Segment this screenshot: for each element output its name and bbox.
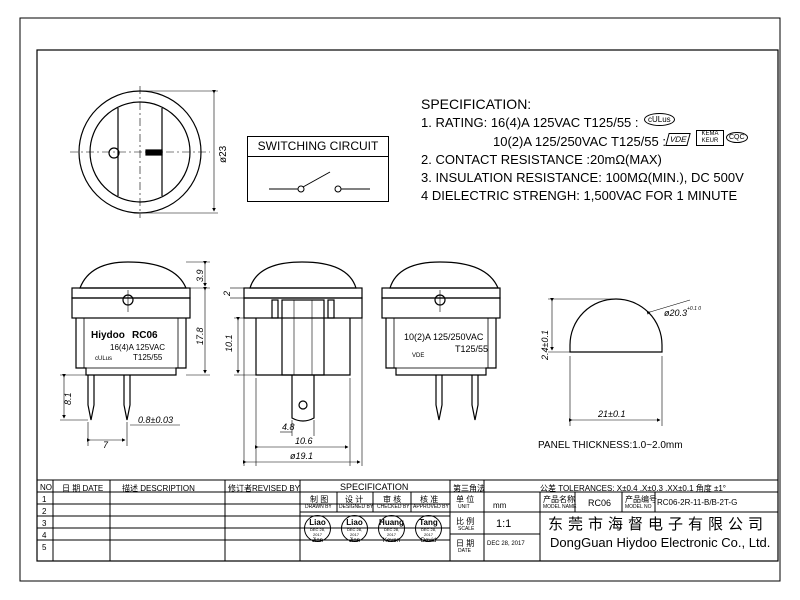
tb-designed-cn: 设 计 (345, 495, 364, 504)
tb-date-cn: 日 期 (456, 539, 475, 548)
company-name-en: DongGuan Hiydoo Electronic Co., Ltd. (550, 535, 771, 550)
rev-header-revised-by: 修订者REVISED BY (228, 484, 301, 493)
tb-model-no-value: RC06-2R-11-B/B-2T-G (657, 498, 738, 507)
front-label-ul-mark: cULus (95, 356, 112, 362)
rev-header-description: 描述 DESCRIPTION (122, 484, 195, 493)
dim-terminal-thickness: 0.8±0.03 (138, 415, 173, 425)
tb-unit-value: mm (493, 501, 507, 510)
tb-unit-cn: 单 位 (456, 495, 475, 504)
dim-body-height: 17.8 (195, 327, 205, 345)
outer-frame (19, 17, 781, 582)
tb-spec-label: SPECIFICATION (340, 482, 409, 492)
spec-heading: SPECIFICATION: (421, 96, 532, 112)
tb-scale-cn: 比 例 (456, 517, 475, 526)
tb-model-no-en: MODEL NO (625, 504, 652, 510)
front-label-brand: Hiydoo (91, 330, 125, 341)
dim-panel-width: 21±0.1 (597, 409, 625, 419)
cqc-mark-icon: CQC (726, 132, 748, 143)
tb-drawn-cn: 制 图 (310, 495, 329, 504)
tb-designed-en: DESIGNED BY (339, 504, 374, 510)
panel-thickness: PANEL THICKNESS:1.0~2.0mm (538, 440, 683, 451)
rev-header-no: NO. (40, 483, 55, 492)
dim-panel-hole-tol: +0.1 0 (687, 306, 701, 312)
dim-panel-flat: 2.4±0.1 (540, 330, 550, 361)
front-label-model: RC06 (132, 330, 158, 341)
tb-projection: 第三角法 (453, 484, 485, 493)
side-view (230, 261, 363, 466)
ul-mark-icon: cULus (644, 113, 675, 126)
front-label-temp: T125/55 (133, 353, 163, 362)
tb-model-name-cn: 产品名称 (543, 495, 575, 504)
tb-date-value: DEC 28, 2017 (487, 541, 525, 547)
switch-symbol (269, 171, 370, 193)
dim-terminal-length: 8.1 (63, 392, 73, 405)
tb-checked-en: CHECKED BY (377, 504, 410, 510)
dim-terminal-width: 4.8 (282, 422, 295, 432)
tb-model-name-en: MODEL NAME (543, 504, 577, 510)
dim-cap-height: 3.9 (195, 269, 205, 282)
kema-mark-icon: KEMA KEUR (696, 130, 724, 146)
dim-overall-diameter: ø19.1 (290, 451, 313, 461)
tb-unit-en: UNIT (458, 504, 470, 510)
tb-approved-cn: 核 准 (420, 495, 439, 504)
dim-body-depth: 10.1 (224, 334, 234, 352)
dim-flange: 2 (222, 291, 232, 297)
front-view (60, 261, 210, 446)
spec-insulation-resistance: 3. INSULATION RESISTANCE: 100MΩ(MIN.), D… (421, 170, 744, 185)
tb-scale-en: SCALE (458, 526, 475, 532)
top-view (70, 86, 218, 218)
rev-row-5: 5 (42, 543, 47, 552)
tb-tolerances: 公差 TOLERANCES: X±0.4 .X±0.3 .XX±0.1 角度 ±… (540, 484, 727, 493)
switching-circuit-box: SWITCHING CIRCUIT (247, 136, 389, 202)
rev-header-date: 日 期 DATE (62, 484, 104, 493)
dim-terminal-offset: 7 (103, 440, 109, 450)
rear-view (381, 261, 501, 421)
spec-dielectric-strength: 4 DIELECTRIC STRENGH: 1,500VAC FOR 1 MIN… (421, 188, 738, 203)
spec-contact-resistance: 2. CONTACT RESISTANCE :20mΩ(MAX) (421, 152, 662, 167)
front-label-rating: 16(4)A 125VAC (110, 343, 165, 352)
spec-rating-2: 10(2)A 125/250VAC T125/55 : (493, 134, 666, 149)
tb-checked-cn: 审 核 (383, 495, 402, 504)
rev-row-2: 2 (42, 507, 47, 516)
tb-approved-en: APPROVED BY (413, 504, 449, 510)
rev-row-1: 1 (42, 495, 47, 504)
tb-scale-value: 1:1 (496, 518, 512, 530)
rear-label-temp: T125/55 (455, 344, 488, 354)
dim-body-width: 10.6 (295, 436, 313, 446)
company-name-cn: 东莞市海督电子有限公司 (548, 515, 769, 533)
dim-panel-hole: ø20.3 (664, 308, 687, 318)
spec-rating-1: 1. RATING: 16(4)A 125VAC T125/55 : (421, 115, 639, 130)
tb-model-no-cn: 产品编号 (625, 495, 657, 504)
rear-label-vde-mark: VDE (412, 353, 424, 359)
rear-label-rating: 10(2)A 125/250VAC (404, 332, 484, 342)
vde-mark-icon: VDE (665, 133, 692, 146)
panel-cutout-view (548, 298, 691, 426)
tb-drawn-en: DRAWN BY (305, 504, 332, 510)
tb-model-name-value: RC06 (588, 498, 612, 508)
dim-top-diameter: ø23 (218, 145, 229, 163)
switching-circuit-title: SWITCHING CIRCUIT (248, 139, 388, 157)
rev-row-3: 3 (42, 519, 47, 528)
tb-date-en: DATE (458, 548, 471, 554)
inner-frame (36, 49, 779, 562)
rev-row-4: 4 (42, 531, 47, 540)
